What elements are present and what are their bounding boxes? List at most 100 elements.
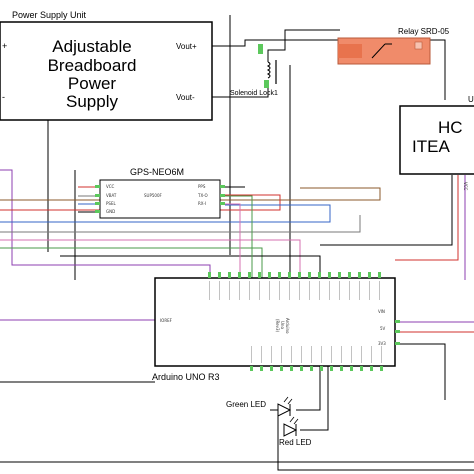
arduino-bottom-pin: [340, 366, 343, 371]
arduino-top-pin: [328, 272, 331, 278]
arduino-top-pins: [208, 272, 381, 300]
power-supply-unit: Power Supply Unit Adjustable Breadboard …: [0, 10, 213, 121]
relay-pins: [338, 44, 362, 58]
arduino-bottom-pin: [280, 366, 283, 371]
power-supply-unit-title: Power Supply Unit: [12, 10, 87, 20]
arduino-bottom-pin: [250, 366, 253, 371]
power-supply-box: [0, 21, 213, 121]
wire-blue-bus: [0, 204, 331, 223]
wire-arduino-right-black: [395, 343, 446, 400]
vout-plus-label: Vout+: [176, 42, 197, 51]
arduino-bottom-pins: [250, 346, 383, 371]
gps-pin-vcc: VCC: [106, 184, 115, 189]
relay-indicator-icon: [414, 41, 423, 50]
arduino-top-pin: [378, 272, 381, 278]
power-supply-line-2: Breadboard: [48, 56, 137, 75]
gps-pin-pps: PPS: [198, 184, 206, 189]
hc-module-top-label: U: [468, 95, 474, 104]
arduino-top-pin: [298, 272, 301, 278]
arduino-top-pin: [268, 272, 271, 278]
arduino-top-pin: [338, 272, 341, 278]
arduino-right-pin-1: [395, 320, 400, 323]
arduino-top-pin: [308, 272, 311, 278]
gps-pin-vbat: VBAT: [106, 193, 117, 198]
green-led-diode-icon: [277, 403, 292, 417]
arduino-top-pin: [258, 272, 261, 278]
gps-pin-marker-4: [95, 210, 100, 213]
relay-switch-icon: [371, 43, 392, 59]
green-led-light-icon: [283, 396, 293, 405]
wire-gray-bus: [0, 215, 361, 233]
gps-chip-label: SUP500F: [144, 193, 163, 198]
arduino-top-pin: [278, 272, 281, 278]
arduino-top-pin: [208, 272, 211, 278]
arduino-top-pin: [288, 272, 291, 278]
power-supply-line-1: Adjustable: [52, 37, 131, 56]
hc-module-line-2: ITEA: [412, 137, 450, 156]
wire-black-bus: [60, 255, 321, 278]
wire-led-green-a: [296, 365, 321, 411]
green-led-label: Green LED: [226, 400, 266, 409]
gps-pin-psel: PSEL: [106, 201, 116, 206]
wire-relay-right: [430, 39, 446, 100]
arduino-center-line-1: Arduino: [285, 318, 290, 334]
arduino-top-pin: [218, 272, 221, 278]
wire-solenoid-relay: [267, 29, 340, 62]
arduino-center-line-2: Uno: [280, 321, 285, 329]
solenoid-coil-icon: [266, 61, 271, 79]
arduino-top-pin: [368, 272, 371, 278]
wire-gps-rx: [220, 203, 241, 278]
green-led: Green LED: [226, 396, 293, 417]
arduino-bottom-pin: [380, 366, 383, 371]
arduino-right-pin-2: [395, 330, 400, 333]
arduino-bottom-pin: [320, 366, 323, 371]
arduino-uno: Arduino Uno (Rev3) IOREF VIN 5V 3V3 Ardu…: [152, 272, 400, 382]
arduino-bottom-pin: [260, 366, 263, 371]
solenoid-pin-bottom: [264, 80, 269, 88]
gps-pin-tx: TX-O: [197, 193, 208, 198]
red-led-diode-icon: [283, 423, 298, 437]
gps-box: [99, 179, 221, 219]
gps-label: GPS-NEO6M: [130, 167, 184, 177]
gps-pin-marker-6: [220, 194, 225, 197]
power-supply-line-3: Power: [68, 74, 117, 93]
gps-pin-marker-1: [95, 185, 100, 188]
gps-pin-marker-3: [95, 202, 100, 205]
wire-purple-left: [0, 169, 211, 278]
left-minus-label: -: [2, 92, 5, 102]
arduino-top-pin: [318, 272, 321, 278]
arduino-bottom-pin: [300, 366, 303, 371]
relay-label: Relay SRD-05: [398, 27, 450, 36]
arduino-top-pin: [228, 272, 231, 278]
red-led-light-icon: [289, 416, 299, 425]
gps-pin-marker-2: [95, 194, 100, 197]
hc-module: U HC ITEA VCC: [399, 95, 474, 191]
arduino-bottom-pin: [360, 366, 363, 371]
vout-minus-label: Vout-: [176, 93, 195, 102]
arduino-top-pin: [238, 272, 241, 278]
solenoid-lock: Solenoid Lock1: [230, 44, 278, 97]
arduino-board: [154, 277, 396, 367]
hc-module-box: [399, 105, 474, 175]
arduino-label: Arduino UNO R3: [152, 372, 220, 382]
relay-module: Relay SRD-05: [337, 27, 450, 65]
arduino-pin-5v: 5V: [380, 326, 386, 331]
gps-pin-rx: RX-I: [198, 201, 206, 206]
arduino-top-pin: [358, 272, 361, 278]
arduino-top-pin: [348, 272, 351, 278]
power-supply-line-4: Supply: [66, 92, 118, 111]
arduino-pin-vin: VIN: [378, 309, 385, 314]
left-plus-label: +: [2, 41, 7, 51]
wire-led-red-a: [300, 365, 329, 431]
gps-pin-gnd: GND: [106, 209, 115, 214]
solenoid-pin-top: [258, 44, 263, 54]
arduino-bottom-pin: [270, 366, 273, 371]
arduino-top-pin: [248, 272, 251, 278]
hc-module-line-1: HC: [438, 118, 463, 137]
wire-hc-red: [395, 175, 459, 261]
arduino-pin-3v3: 3V3: [378, 341, 386, 346]
wire-vout-plus-to-relay: [212, 39, 340, 47]
arduino-center-line-3: (Rev3): [275, 319, 280, 333]
gps-module: GPS-NEO6M SUP500F VCC VBAT PSEL GND PPS …: [95, 167, 225, 219]
